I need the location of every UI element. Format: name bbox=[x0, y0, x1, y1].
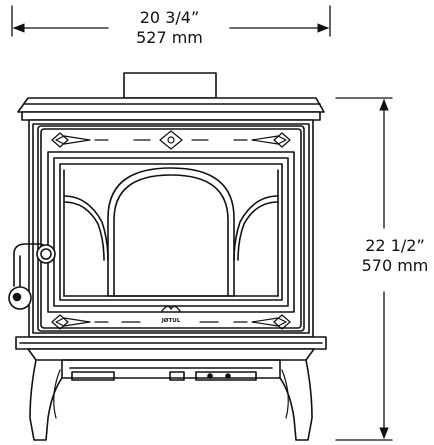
flue-collar bbox=[123, 72, 217, 99]
jotul-logo: JØTUL bbox=[161, 305, 181, 324]
stove-door bbox=[47, 151, 295, 313]
top-ornament-row bbox=[51, 130, 291, 150]
stove-top-plate bbox=[17, 97, 325, 121]
height-imperial: 22 1/2” bbox=[365, 236, 425, 255]
height-metric: 570 mm bbox=[361, 256, 429, 275]
door-handle[interactable] bbox=[8, 243, 56, 310]
width-dimension bbox=[11, 5, 331, 37]
height-dimension-label: 22 1/2” 570 mm bbox=[356, 236, 434, 276]
width-metric: 527 mm bbox=[136, 28, 203, 47]
width-imperial: 20 3/4” bbox=[139, 8, 200, 27]
width-dimension-label: 20 3/4” 527 mm bbox=[0, 8, 339, 48]
stove-legs bbox=[29, 359, 313, 441]
stove-base bbox=[15, 336, 327, 381]
height-dimension bbox=[335, 97, 393, 441]
bottom-ornament-row bbox=[51, 314, 291, 330]
logo-text: JØTUL bbox=[161, 317, 181, 324]
